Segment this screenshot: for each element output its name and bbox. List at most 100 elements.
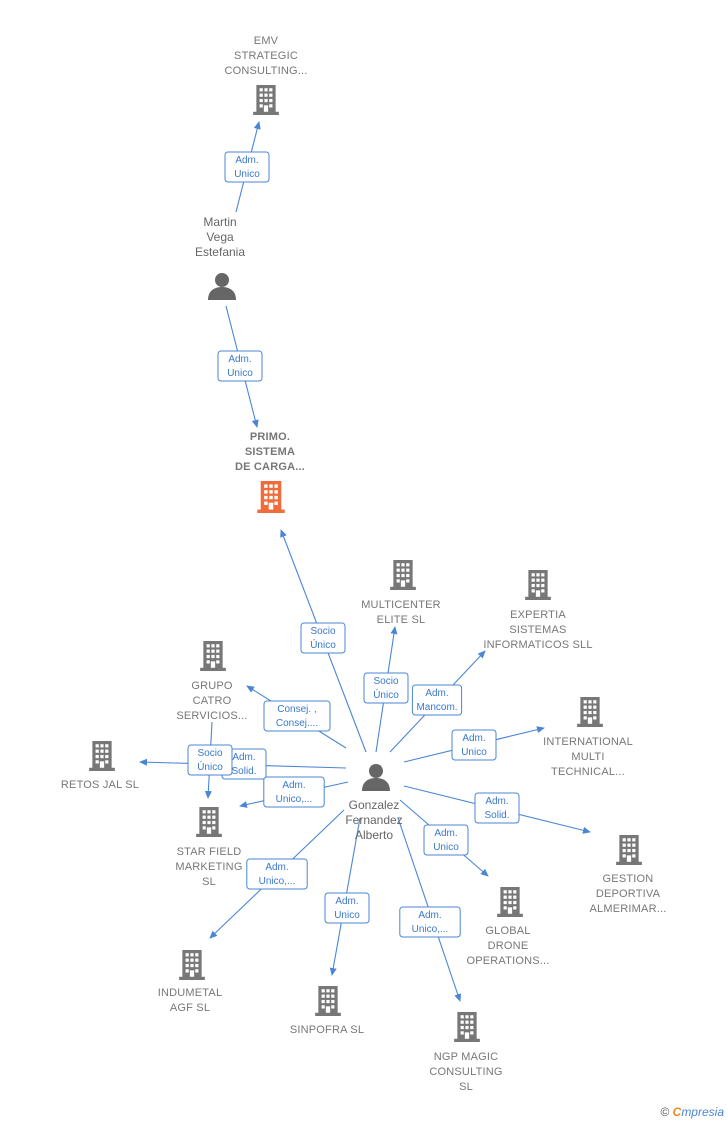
nodes-layer: EMV STRATEGIC CONSULTING... MartinVegaEstef… [61, 35, 667, 1093]
company-name-line: INTERNATIONAL [543, 736, 633, 748]
brand-first-letter: C [672, 1105, 682, 1119]
edge-label-box [246, 858, 308, 890]
company-building-icon [616, 835, 642, 865]
node-globaldrone[interactable]: GLOBALDRONEOPERATIONS... [466, 887, 549, 967]
edge-label-line: Consej.... [276, 718, 318, 729]
edge-label-martin-to-emv[interactable]: Adm. Unico [224, 151, 270, 183]
company-name-line: MULTICENTER [361, 599, 441, 611]
edge-label-gonzalez-to-expertia[interactable]: Adm. Mancom. [411, 684, 463, 716]
node-retos[interactable]: RETOS JAL SL [61, 741, 139, 791]
edge-label-gonzalez-to-ngp[interactable]: Adm.Unico,... [399, 906, 461, 938]
company-name-line: EMV [254, 35, 279, 47]
edge-label-line: Unico,... [259, 876, 296, 887]
company-name-line: RETOS JAL SL [61, 779, 139, 791]
company-name-line: CONSULTING... [224, 65, 307, 77]
company-name-line: INDUMETAL [158, 987, 223, 999]
edge-label-gonzalez-to-grupo[interactable]: Consej. , Consej.... [263, 700, 331, 732]
edge-label-gonzalez-to-globaldrone[interactable]: Adm. Unico [423, 824, 469, 856]
person-name-line: Estefania [195, 245, 245, 259]
company-building-icon [196, 807, 222, 837]
edge-label-line: Unico [461, 747, 487, 758]
node-emv[interactable]: EMV STRATEGIC CONSULTING... [224, 35, 307, 115]
edge-label-box [474, 792, 520, 824]
edge-label-box [263, 776, 325, 808]
company-name-line: GESTION [603, 873, 654, 885]
edge-label-line: Único [310, 638, 336, 651]
company-building-icon [179, 950, 205, 980]
edge-label-line: Adm. [282, 780, 305, 791]
edge-label-line: Unico [227, 368, 253, 379]
edge-label-box [324, 892, 370, 924]
company-name-line: PRIMO. [250, 431, 290, 443]
edge-label-line: Adm. [265, 862, 288, 873]
edge-label-gonzalez-to-international[interactable]: Adm.Unico [451, 729, 497, 761]
company-name-line: SISTEMAS [509, 624, 566, 636]
company-name-line: SL [202, 876, 216, 888]
edge-label-line: Solid. [484, 810, 509, 821]
edge-label-gonzalez-to-sinpofra[interactable]: Adm.Unico [324, 892, 370, 924]
edge-label-line: Unico [433, 842, 459, 853]
edge-label-line: Adm. [235, 155, 258, 166]
edge-label-line: Mancom. [416, 702, 457, 713]
company-name-line: STAR FIELD [177, 846, 242, 858]
edge-label-gonzalez-to-starfield[interactable]: Adm. Unico,... [263, 776, 325, 808]
person-name-line: Fernandez [345, 813, 402, 827]
edge-label-box [423, 824, 469, 856]
company-building-icon [497, 887, 523, 917]
edge-label-martin-to-primo[interactable]: Adm.Unico [217, 350, 263, 382]
edge-label-box [451, 729, 497, 761]
node-international[interactable]: INTERNATIONALMULTITECHNICAL... [543, 697, 633, 778]
edge-label-line: Adm. [232, 752, 255, 763]
node-grupo[interactable]: GRUPOCATROSERVICIOS... [176, 641, 247, 722]
edge-label-box [217, 350, 263, 382]
edge-label-line: Adm. [434, 828, 457, 839]
node-gestion[interactable]: GESTION DEPORTIVA ALMERIMAR... [590, 835, 667, 915]
company-building-icon [577, 697, 603, 727]
edge-label-line: Unico,... [412, 924, 449, 935]
edge-label-box [187, 744, 233, 776]
edge-label-line: Socio [373, 676, 398, 687]
company-name-line: DEPORTIVA [596, 888, 661, 900]
brand-logo: Cmpresia [673, 1105, 724, 1119]
company-building-icon [315, 986, 341, 1016]
company-name-line: TECHNICAL... [551, 766, 625, 778]
node-sinpofra[interactable]: SINPOFRA SL [290, 986, 364, 1036]
edge-label-gonzalez-to-gestion[interactable]: Adm. Solid. [474, 792, 520, 824]
footer-copyright[interactable]: © Cmpresia [660, 1105, 724, 1119]
edge-label-line: Adm. [485, 796, 508, 807]
company-name-line: ALMERIMAR... [590, 903, 667, 915]
edge-label-line: Unico [334, 910, 360, 921]
company-name-line: SINPOFRA SL [290, 1024, 364, 1036]
edge-label-line: Socio [310, 626, 335, 637]
person-icon [362, 764, 390, 791]
person-name-line: Martin [203, 215, 236, 229]
edge-label-line: Unico,... [276, 794, 313, 805]
person-name-line: Vega [206, 230, 234, 244]
edge-label-line: Unico [234, 169, 260, 180]
edge-label-box [263, 700, 331, 732]
edge-label-line: Consej. , [277, 704, 316, 715]
company-name-line: GLOBAL [485, 925, 530, 937]
company-name-line: CONSULTING [429, 1066, 502, 1078]
company-building-icon [525, 570, 551, 600]
node-multicenter[interactable]: MULTICENTER ELITE SL [361, 560, 441, 626]
edge-label-line: Socio [197, 748, 222, 759]
company-name-line: ELITE SL [377, 614, 426, 626]
company-building-icon [200, 641, 226, 671]
company-name-line: OPERATIONS... [466, 955, 549, 967]
company-name-line: STRATEGIC [234, 50, 298, 62]
edge-label-line: Adm. [425, 688, 448, 699]
edge-label-gonzalez-to-indumetal[interactable]: Adm. Unico,... [246, 858, 308, 890]
company-building-icon [89, 741, 115, 771]
